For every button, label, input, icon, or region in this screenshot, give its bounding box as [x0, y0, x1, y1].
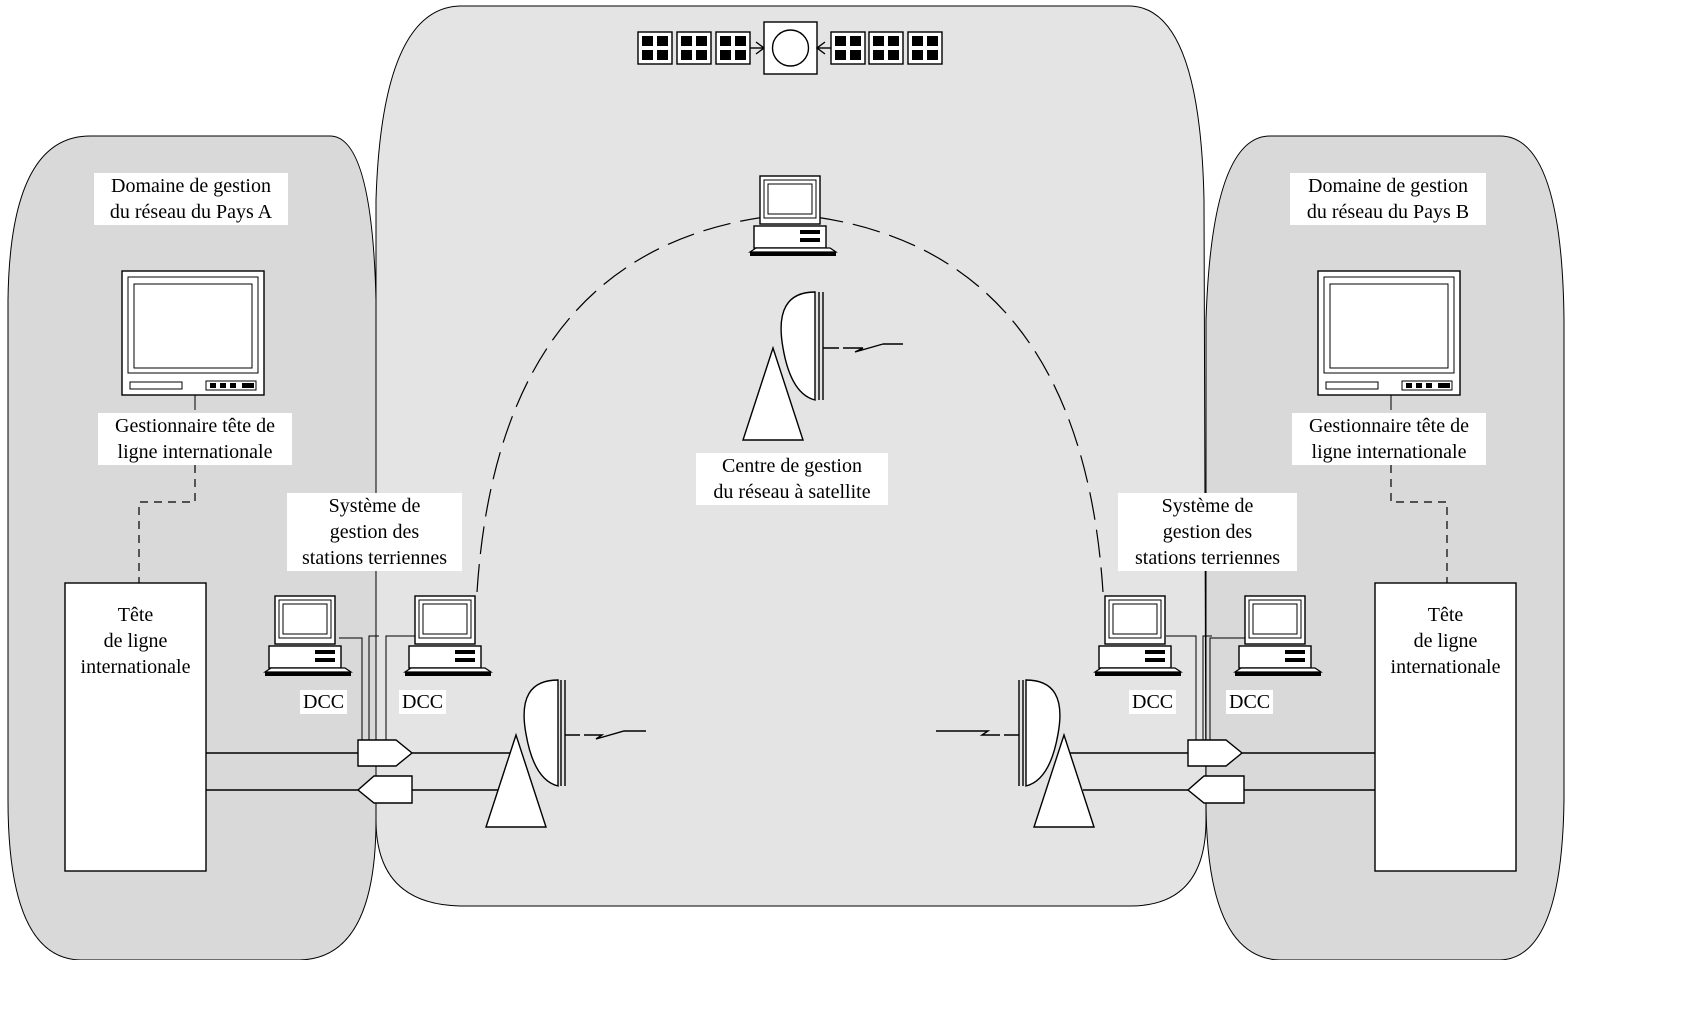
dcc-label-a2: DCC — [399, 690, 447, 714]
dashed-link-country-a — [138, 465, 196, 583]
monitor-icon-country-a — [121, 270, 265, 410]
dish-antenna-icon-right — [936, 679, 1095, 828]
dashed-link-country-b — [1390, 465, 1448, 583]
arrow-connector-icon-a-out — [357, 739, 414, 767]
dcc-label-b2: DCC — [1226, 690, 1274, 714]
dcc-label-a1: DCC — [300, 690, 348, 714]
arrow-connector-icon-a-in — [356, 775, 413, 804]
satellite-icon — [637, 21, 943, 75]
dish-antenna-icon-left — [485, 679, 646, 828]
head-box-country-a — [64, 582, 207, 872]
dcc-label-b1: DCC — [1129, 690, 1177, 714]
arrow-connector-icon-b-out — [1187, 739, 1244, 767]
monitor-icon-country-b — [1317, 270, 1461, 410]
arrow-connector-icon-b-in — [1186, 775, 1245, 804]
head-box-country-b — [1374, 582, 1517, 872]
